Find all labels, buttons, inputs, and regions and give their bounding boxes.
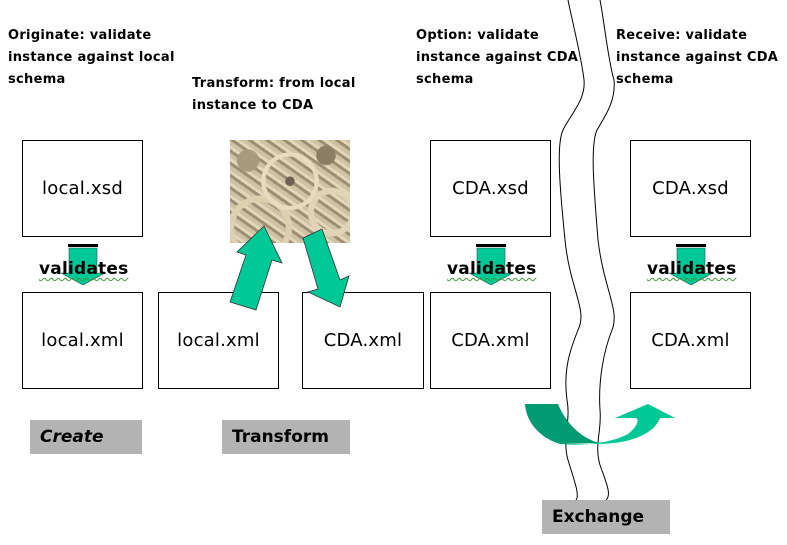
caption-line: schema — [416, 72, 474, 87]
stage-label-create: Create — [30, 420, 142, 454]
box-label: CDA.xml — [651, 330, 730, 351]
caption-receive: Receive: validate instance against CDA s… — [616, 25, 778, 91]
stage-label-exchange: Exchange — [542, 500, 670, 534]
box-create-schema: local.xsd — [22, 140, 143, 237]
transform-up-arrow — [229, 225, 283, 311]
box-label: CDA.xsd — [452, 178, 529, 199]
stage-label-text: Create — [40, 427, 104, 447]
stage-label-text: Transform — [232, 427, 329, 447]
box-label: CDA.xml — [451, 330, 530, 351]
box-label: CDA.xml — [323, 330, 403, 351]
box-receive-instance: CDA.xml — [630, 292, 751, 389]
validates-label-receive: validates — [647, 259, 737, 279]
stage-label-transform: Transform — [222, 420, 350, 454]
box-label: local.xsd — [42, 178, 123, 199]
box-transform-source: local.xml — [158, 292, 279, 389]
caption-line: instance against CDA — [616, 50, 779, 65]
transform-down-arrow — [302, 228, 350, 308]
caption-line: Receive: validate — [616, 28, 748, 43]
caption-option: Option: validate instance against CDA sc… — [416, 25, 578, 91]
caption-transform: Transform: from local instance to CDA — [192, 73, 356, 117]
caption-line: instance to CDA — [192, 98, 314, 113]
gears-image — [230, 140, 350, 243]
caption-line: schema — [616, 72, 674, 87]
box-receive-schema: CDA.xsd — [630, 140, 751, 237]
caption-line: schema — [8, 72, 66, 87]
caption-line: Option: validate — [416, 28, 540, 43]
validates-label-option: validates — [447, 259, 537, 279]
boundary-line-right — [592, 0, 615, 501]
boundary-line-left — [558, 0, 585, 501]
caption-line: instance against CDA — [416, 50, 579, 65]
box-option-instance: CDA.xml — [430, 292, 551, 389]
validates-arrow-create — [60, 244, 106, 286]
validates-label-create: validates — [39, 259, 129, 279]
validates-arrow-option — [468, 244, 514, 286]
box-label: local.xml — [177, 330, 260, 351]
box-label: local.xml — [41, 330, 124, 351]
validates-arrow-receive — [668, 244, 714, 286]
box-transform-target: CDA.xml — [302, 292, 424, 389]
caption-originate: Originate: validate instance against loc… — [8, 25, 175, 91]
box-create-instance: local.xml — [22, 292, 143, 389]
caption-line: Originate: validate — [8, 28, 152, 43]
stage-label-text: Exchange — [552, 507, 645, 527]
caption-line: instance against local — [8, 50, 175, 65]
caption-line: Transform: from local — [192, 76, 356, 91]
box-option-schema: CDA.xsd — [430, 140, 551, 237]
exchange-arrow — [525, 404, 675, 445]
box-label: CDA.xsd — [652, 178, 729, 199]
